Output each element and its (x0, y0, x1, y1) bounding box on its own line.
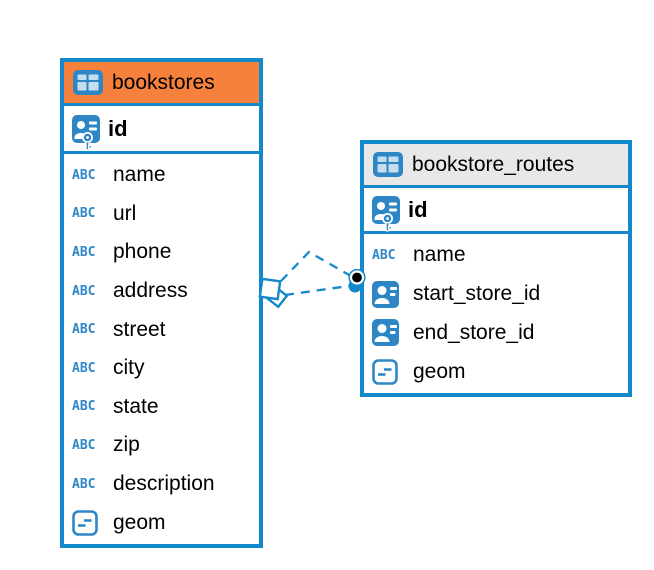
column-row-address[interactable]: ABC address (64, 272, 259, 311)
abc-icon: ABC (72, 437, 96, 453)
table-bookstore-routes[interactable]: bookstore_routes id (360, 140, 632, 397)
column-label: geom (113, 510, 166, 534)
abc-icon: ABC (72, 244, 96, 260)
column-label: name (113, 163, 166, 187)
column-row-geom[interactable]: geom (364, 352, 628, 391)
column-label: name (413, 243, 466, 267)
relationship-connector[interactable] (258, 250, 366, 309)
person-key-icon (72, 114, 100, 150)
column-label: description (113, 472, 215, 496)
abc-icon: ABC (72, 399, 96, 415)
column-row-geom[interactable]: geom (64, 503, 259, 542)
pk-label: id (408, 196, 428, 222)
column-row-end-store-id[interactable]: end_store_id (364, 314, 628, 353)
column-label: start_store_id (413, 282, 541, 306)
column-label: address (113, 279, 188, 303)
column-row-description[interactable]: ABC description (64, 465, 259, 504)
column-row-street[interactable]: ABC street (64, 310, 259, 349)
person-key-icon (372, 195, 400, 231)
person-badge-icon (372, 319, 404, 347)
column-row-zip[interactable]: ABC zip (64, 426, 259, 465)
column-row-phone[interactable]: ABC phone (64, 233, 259, 272)
abc-icon: ABC (72, 322, 96, 338)
column-row-name[interactable]: ABC name (64, 156, 259, 195)
column-label: geom (413, 359, 466, 383)
geometry-icon (72, 509, 104, 536)
column-label: zip (113, 433, 140, 457)
table-bookstores[interactable]: bookstores id (60, 58, 263, 548)
pk-label: id (108, 115, 128, 141)
column-label: url (113, 201, 137, 225)
column-list: ABC name ABC url ABC phone ABC address A… (64, 154, 259, 544)
abc-icon: ABC (72, 360, 96, 376)
abc-icon: ABC (72, 283, 96, 299)
relationship-diamond-marker (258, 277, 289, 309)
table-title: bookstores (112, 70, 215, 94)
column-label: street (113, 317, 166, 341)
abc-icon: ABC (372, 247, 396, 263)
abc-icon: ABC (72, 206, 96, 222)
abc-icon: ABC (72, 167, 96, 183)
column-list: ABC name start_store_id (364, 234, 628, 393)
column-row-city[interactable]: ABC city (64, 349, 259, 388)
column-label: phone (113, 240, 172, 264)
relationship-dot-marker (348, 268, 366, 293)
column-label: end_store_id (413, 320, 535, 344)
geometry-icon (372, 358, 404, 385)
abc-icon: ABC (72, 476, 96, 492)
pk-row-id[interactable]: id (64, 106, 259, 154)
column-label: city (113, 356, 145, 380)
pk-row-id[interactable]: id (364, 188, 628, 234)
table-icon (373, 152, 403, 177)
column-row-name[interactable]: ABC name (364, 236, 628, 275)
column-row-state[interactable]: ABC state (64, 388, 259, 427)
column-label: state (113, 394, 159, 418)
person-badge-icon (372, 280, 404, 308)
table-title: bookstore_routes (412, 152, 575, 176)
column-row-url[interactable]: ABC url (64, 195, 259, 234)
table-icon (73, 70, 103, 95)
table-bookstore-routes-header[interactable]: bookstore_routes (364, 144, 628, 188)
column-row-start-store-id[interactable]: start_store_id (364, 275, 628, 314)
table-bookstores-header[interactable]: bookstores (64, 62, 259, 106)
